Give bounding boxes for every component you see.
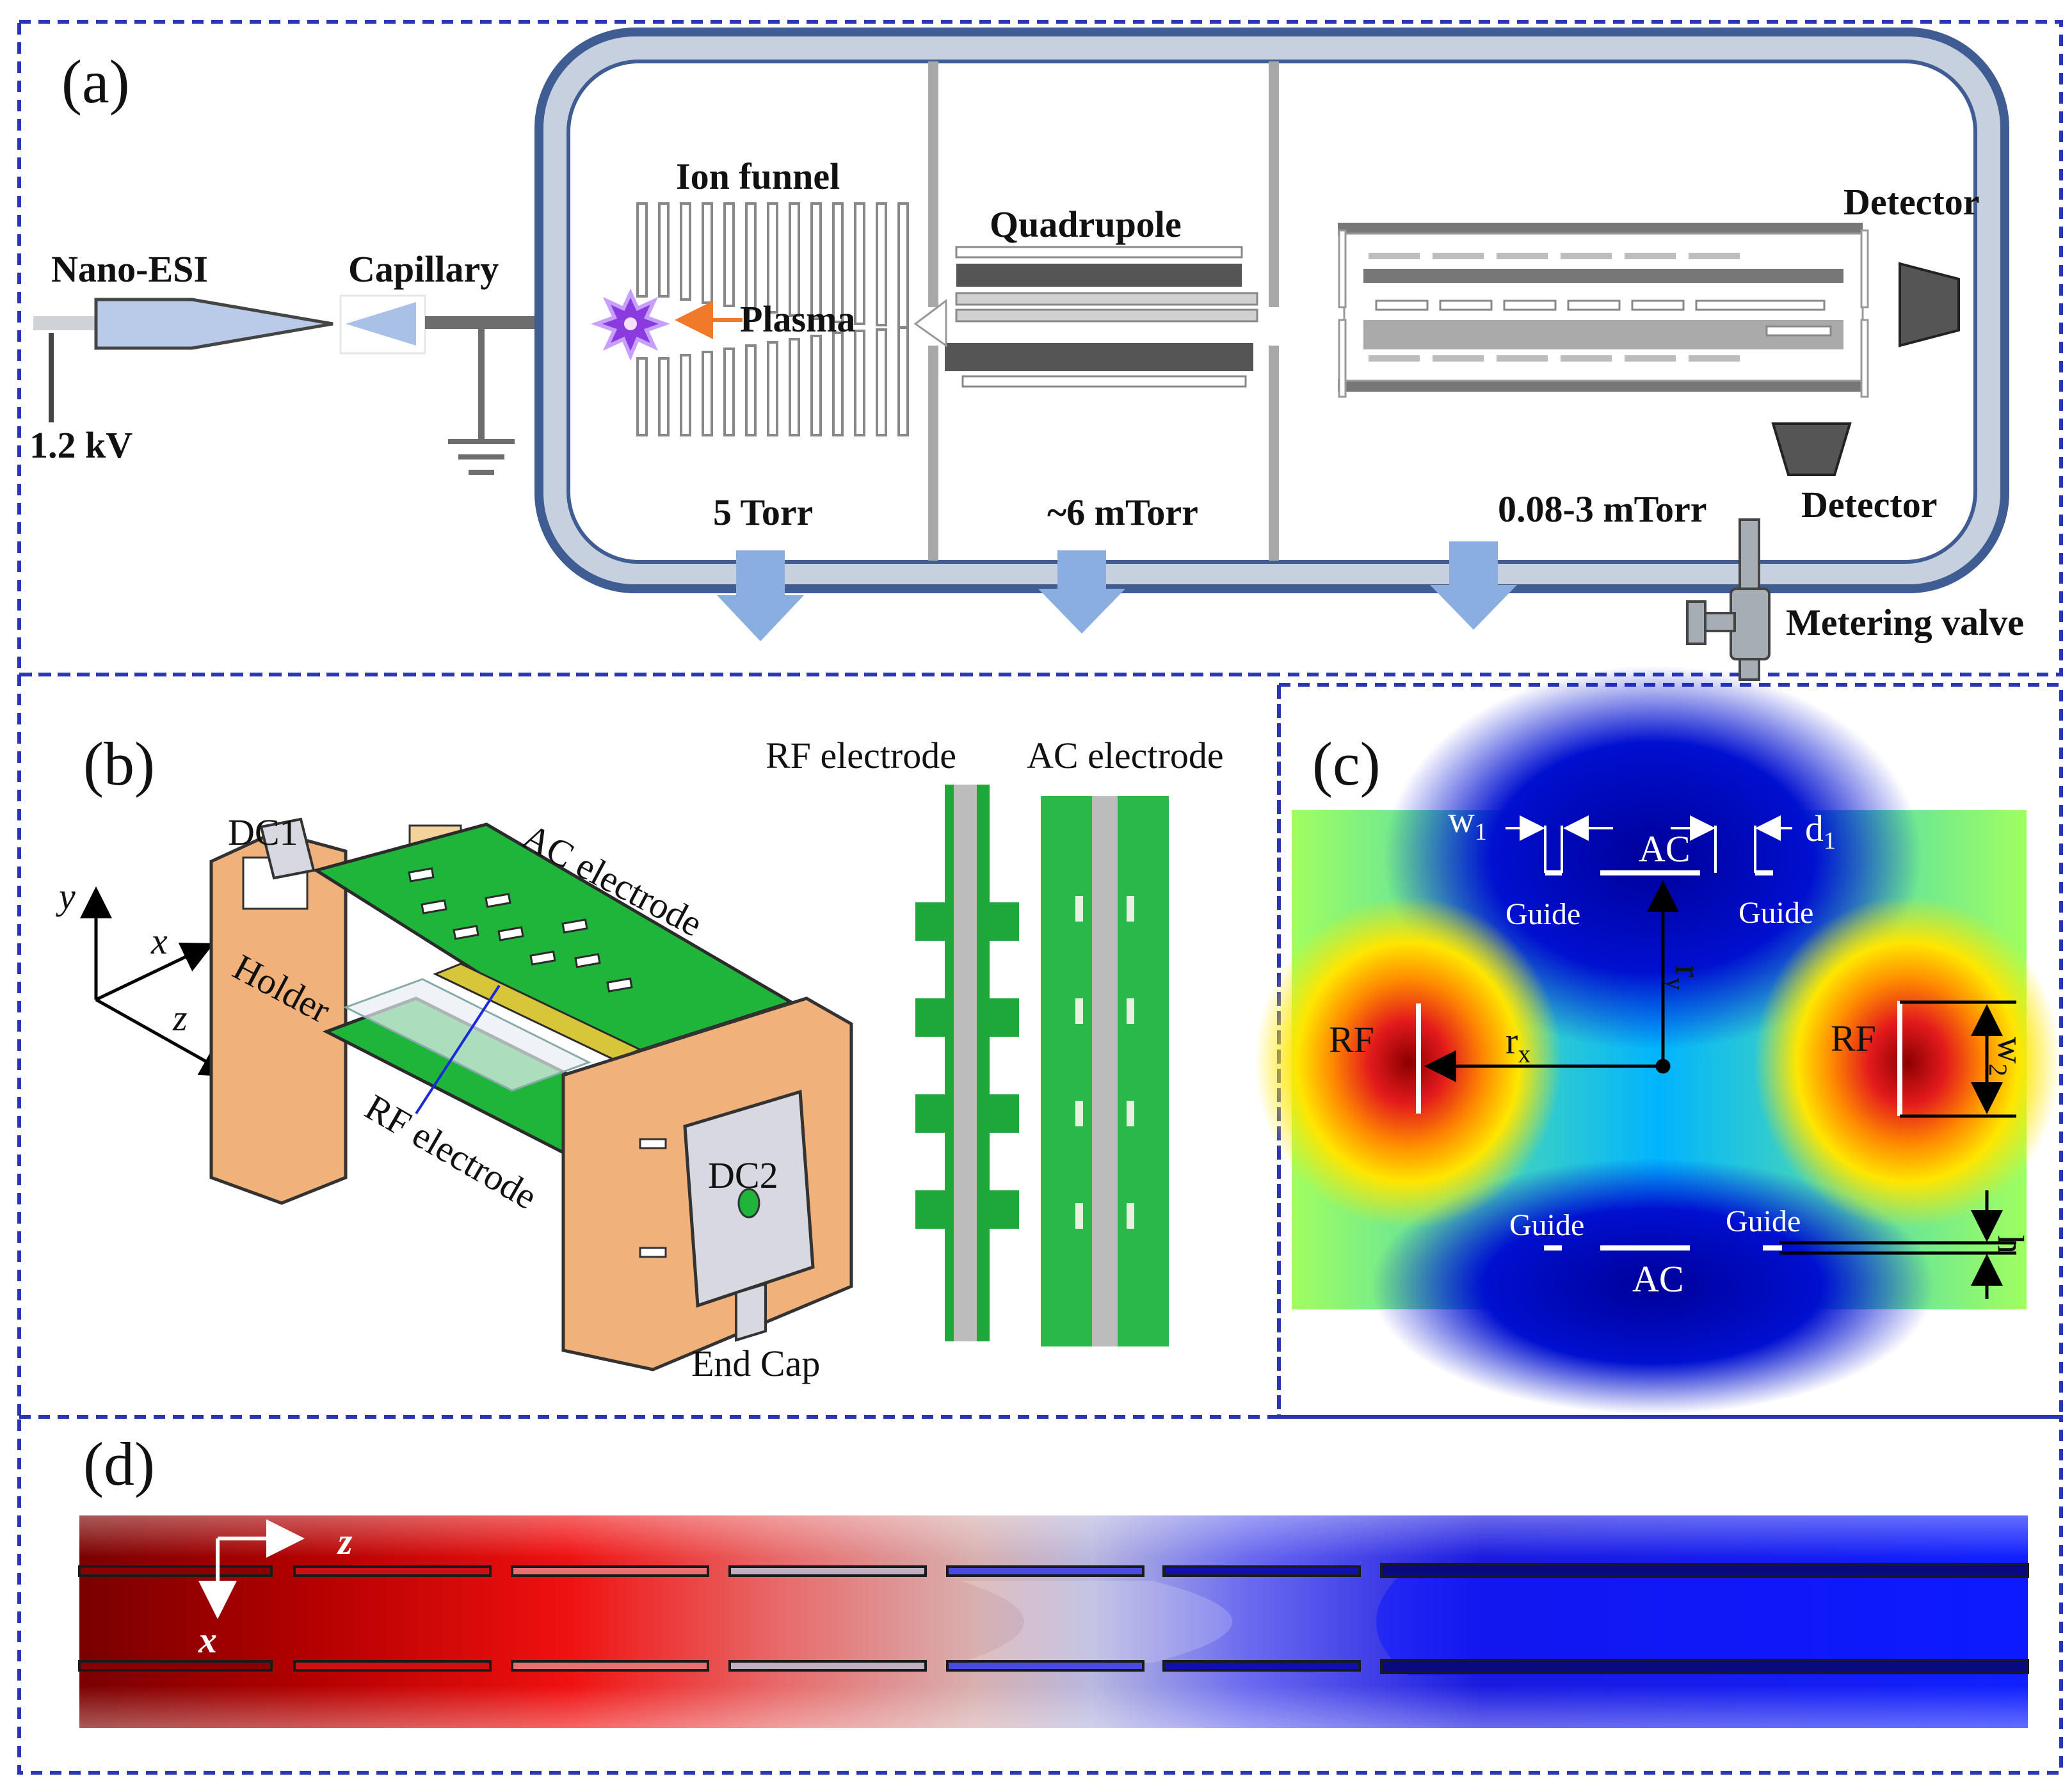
radius-arrows xyxy=(1424,880,2016,1299)
panel-b: (b) y x z DC1 xyxy=(56,730,1224,1384)
panel-c: (c) xyxy=(1255,666,2061,1414)
w1-subscript: 1 xyxy=(1475,819,1487,845)
axis-x-label: x xyxy=(150,920,168,962)
detector-bottom-label: Detector xyxy=(1801,484,1938,525)
pressure-label-3: 0.08-3 mTorr xyxy=(1498,488,1707,530)
rx-subscript: x xyxy=(1518,1039,1530,1068)
field-electrodes xyxy=(1416,870,1902,1251)
d1-subscript: 1 xyxy=(1824,827,1836,854)
w1-symbol: w xyxy=(1448,799,1475,840)
quadrupole-label: Quadrupole xyxy=(990,204,1182,245)
field-dimension-lines xyxy=(1506,815,1792,873)
potential-map xyxy=(79,1515,2028,1728)
rx-label: rx xyxy=(1506,1020,1530,1068)
w2-subscript: 2 xyxy=(1984,1064,2012,1076)
rx-symbol: r xyxy=(1506,1020,1518,1062)
panel-d-label: (d) xyxy=(83,1430,155,1498)
quadrupole xyxy=(913,246,1258,388)
dc1-label: DC1 xyxy=(228,811,298,853)
ion-funnel-label: Ion funnel xyxy=(676,156,840,197)
guide-top-left-label: Guide xyxy=(1506,897,1580,931)
ry-symbol: r xyxy=(1667,965,1709,977)
panel-b-label: (b) xyxy=(83,730,155,798)
photo-rf-label: RF electrode xyxy=(766,735,956,776)
pumping-arrows xyxy=(717,541,1517,641)
panel-c-label: (c) xyxy=(1312,730,1381,798)
ry-subscript: y xyxy=(1661,977,1690,990)
panel-a: (a) Nano-ESI 1.2 kV Capillary xyxy=(29,28,2024,681)
nano-esi-emitter xyxy=(33,298,333,422)
dc2-plate xyxy=(683,1089,815,1342)
axis-triad xyxy=(80,886,234,1077)
linear-ion-trap xyxy=(1338,223,1869,398)
d1-symbol: d xyxy=(1805,808,1824,849)
detector-icon xyxy=(1771,262,1960,476)
metering-valve-label: Metering valve xyxy=(1786,602,2024,643)
w1-label: w1 xyxy=(1448,799,1487,845)
ac-top-label: AC xyxy=(1639,828,1691,870)
d-axis-x-label: x xyxy=(198,1619,217,1661)
ry-label: ry xyxy=(1661,965,1709,990)
photo-ac-label: AC electrode xyxy=(1027,735,1224,776)
axis-y-label: y xyxy=(56,875,76,917)
metering-valve-icon xyxy=(1686,518,1771,681)
guide-bottom-left-label: Guide xyxy=(1509,1208,1584,1242)
h-label: h xyxy=(1990,1235,2032,1254)
ac-bottom-label: AC xyxy=(1632,1258,1684,1300)
end-cap-label: End Cap xyxy=(691,1343,820,1384)
ac-electrode-photo xyxy=(1041,796,1169,1346)
segmented-electrodes xyxy=(78,1563,2029,1674)
voltage-label: 1.2 kV xyxy=(29,424,133,466)
panel-a-label: (a) xyxy=(61,47,130,116)
pressure-label-2: ~6 mTorr xyxy=(1047,491,1198,533)
plasma-icon xyxy=(591,288,670,361)
detector-top-label: Detector xyxy=(1843,181,1980,223)
field-map xyxy=(1255,666,2061,1414)
nano-esi-label: Nano-ESI xyxy=(51,248,208,290)
axis-z-label: z xyxy=(172,997,188,1039)
vacuum-chamber xyxy=(534,28,2009,593)
potential-axes xyxy=(198,1519,305,1619)
plasma-label: Plasma xyxy=(740,298,855,340)
d-axis-z-label: z xyxy=(337,1521,353,1562)
panel-d: (d) xyxy=(78,1430,2029,1728)
capillary-label: Capillary xyxy=(348,248,499,290)
dc2-label: DC2 xyxy=(708,1155,778,1196)
pressure-label-1: 5 Torr xyxy=(713,491,813,533)
w2-label: w2 xyxy=(1984,1037,2032,1076)
ion-funnel xyxy=(636,202,909,436)
rf-right-label: RF xyxy=(1831,1018,1876,1059)
w2-symbol: w xyxy=(1990,1037,2032,1064)
guide-bottom-right-label: Guide xyxy=(1726,1204,1801,1238)
rf-leader-line xyxy=(415,984,501,1115)
d1-label: d1 xyxy=(1805,808,1836,854)
rf-electrode-photo xyxy=(915,785,1019,1341)
rf-left-label: RF xyxy=(1329,1019,1374,1060)
guide-top-right-label: Guide xyxy=(1739,896,1813,930)
